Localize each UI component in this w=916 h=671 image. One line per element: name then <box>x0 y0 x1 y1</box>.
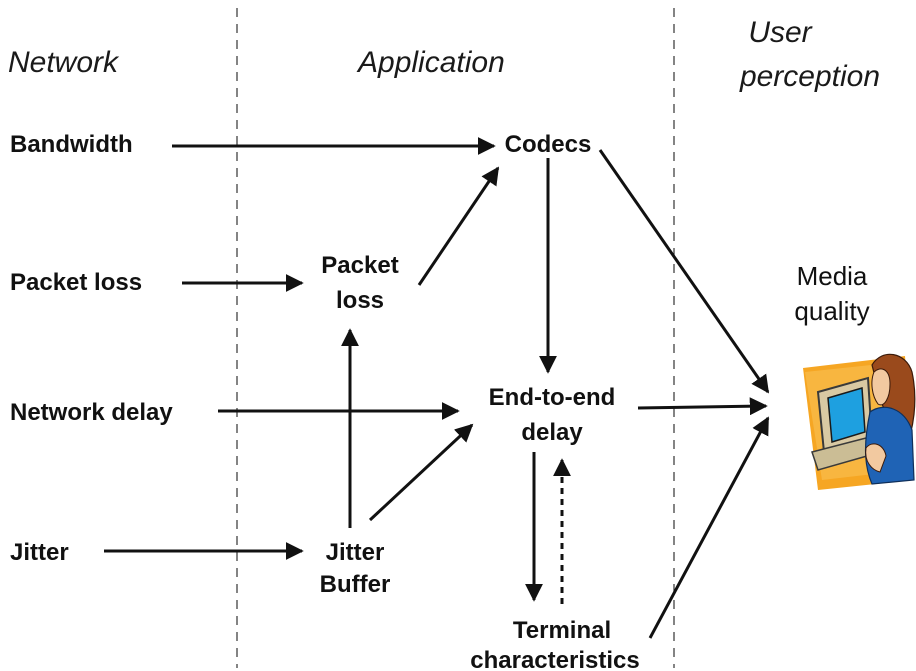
person-at-computer-icon <box>803 353 916 490</box>
jitter-label: Jitter <box>10 539 69 566</box>
user-column-header-line1: User <box>748 16 812 49</box>
bandwidth-label: Bandwidth <box>10 131 133 158</box>
media-quality-node-line1: Media <box>797 261 868 291</box>
end-to-end-delay-node-line2: delay <box>521 419 583 446</box>
application-column-header: Application <box>356 46 505 79</box>
codecs-to-media-quality-arrow <box>598 149 770 394</box>
packet-loss-node-line1: Packet <box>321 252 398 279</box>
packet-loss-to-codecs-arrow <box>417 166 500 286</box>
buffer-to-end-to-end-arrow <box>368 423 474 522</box>
terminal-characteristics-node-line1: Terminal <box>513 617 611 644</box>
codecs-node: Codecs <box>505 131 592 158</box>
packet-loss-label: Packet loss <box>10 269 142 296</box>
user-column-header-line2: perception <box>739 60 880 93</box>
jitter-buffer-node-line2: Buffer <box>320 571 391 598</box>
network-column-header: Network <box>8 46 120 79</box>
packet-loss-node-line2: loss <box>336 287 384 314</box>
network-delay-label: Network delay <box>10 399 173 426</box>
terminal-to-media-quality-arrow <box>648 416 770 639</box>
end-to-end-to-media-quality-arrow <box>637 397 768 416</box>
terminal-characteristics-node-line2: characteristics <box>470 647 639 671</box>
media-quality-node-line2: quality <box>794 296 869 326</box>
jitter-buffer-node-line1: Jitter <box>326 539 385 566</box>
end-to-end-delay-node-line1: End-to-end <box>489 384 616 411</box>
